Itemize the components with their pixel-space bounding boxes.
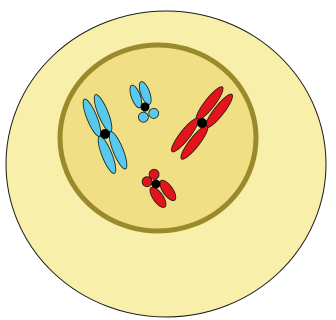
cell-diagram <box>0 0 336 320</box>
